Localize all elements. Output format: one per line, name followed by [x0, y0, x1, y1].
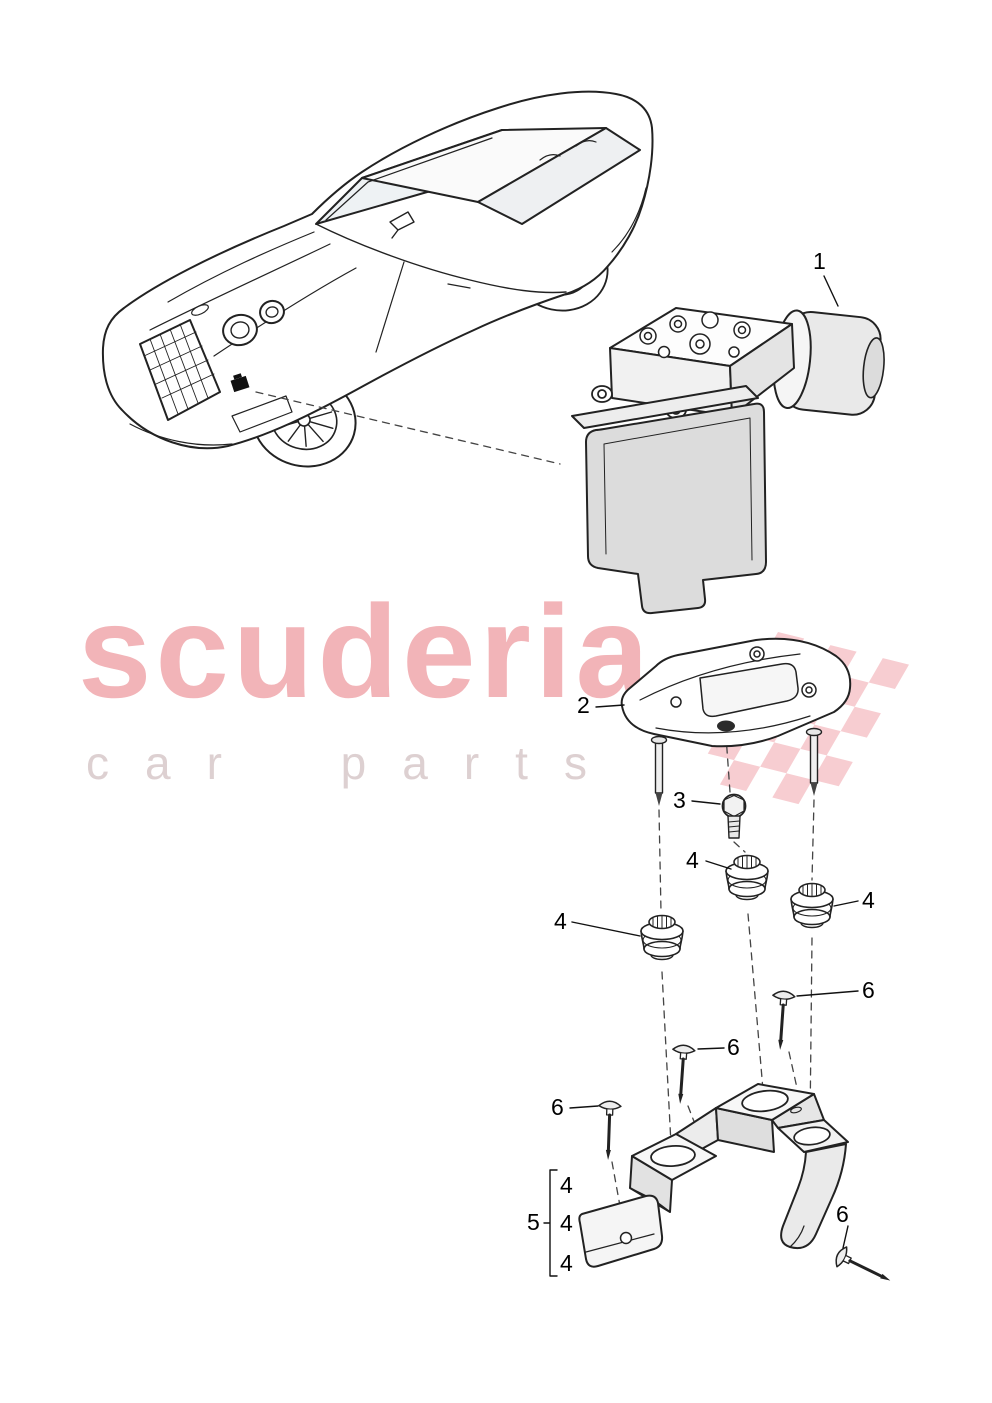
foot-connect-lines: [629, 1187, 671, 1213]
bracket-fold-lines: [639, 653, 811, 734]
headlight-outer: [222, 313, 258, 347]
callout-6-right: 6: [862, 977, 875, 1003]
pin-right: [767, 988, 797, 1053]
bolt-illustration: [721, 793, 747, 839]
bracket-illustration: [620, 637, 852, 806]
headlight-outer-inner-ring: [230, 321, 250, 339]
dashed-reference-lines: [255, 391, 815, 1229]
foot-hole: [619, 1231, 633, 1245]
bracket-stud-right: [805, 727, 823, 796]
callout-3: 3: [673, 787, 686, 813]
rear-window: [477, 127, 641, 225]
callout-6-bottom: 6: [836, 1201, 849, 1227]
callout-5-group-4-top: 4: [560, 1172, 573, 1198]
callout-6-left: 6: [551, 1094, 564, 1120]
car-illustration: [101, 90, 654, 480]
bracket-stud-left: [650, 735, 668, 806]
headlight-inner: [259, 299, 285, 325]
side-mirror: [389, 211, 415, 239]
pin-left: [595, 1099, 623, 1162]
callout-5-group-4-middle: 4: [560, 1210, 573, 1236]
callout-2: 2: [577, 692, 590, 718]
callout-4-center: 4: [686, 847, 699, 873]
callout-6-center: 6: [727, 1034, 740, 1060]
callout-1: 1: [813, 248, 826, 274]
valve-domes: [639, 311, 751, 359]
foot-flange: [578, 1194, 664, 1268]
grille: [139, 319, 221, 421]
control-module-cover-lines: [603, 417, 753, 561]
control-module-front: [585, 402, 767, 615]
bolt-threads: [728, 820, 740, 833]
pad-top-hole: [741, 1089, 789, 1113]
grommet-center: [725, 854, 769, 901]
watermark-subtitle: car parts: [86, 737, 623, 789]
belt-line: [315, 223, 567, 294]
part-locator-plug: [230, 373, 250, 393]
callout-4-left: 4: [554, 908, 567, 934]
front-bumper-lines: [129, 395, 293, 446]
pad-top-slot: [790, 1106, 802, 1114]
abs-pump-motor: [772, 309, 885, 416]
pin-center: [667, 1042, 697, 1107]
headlight-inner-ring: [265, 306, 279, 318]
tail-line: [539, 140, 647, 253]
leader-lines: [543, 275, 859, 1277]
hood-badge: [191, 304, 209, 316]
hood-crease-lines: [149, 231, 357, 357]
door-cut-line: [375, 261, 471, 353]
windshield-frame-line: [325, 137, 493, 221]
right-leg-curl: [789, 1225, 805, 1248]
bracket-center-pad: [699, 662, 799, 718]
abs-unit-illustration: [571, 307, 885, 615]
callout-5-group-4-bottom: 4: [560, 1250, 573, 1276]
pin-bottom: [831, 1243, 897, 1292]
grille-mesh: [143, 323, 215, 415]
callout-5: 5: [527, 1209, 540, 1235]
mounting-bracket-illustration: [578, 1083, 849, 1268]
control-module-top: [571, 385, 759, 429]
grommet-left: [640, 914, 684, 961]
bracket-bosses: [670, 646, 817, 708]
pad-left-hole: [650, 1145, 696, 1167]
group-5-brace: [543, 1169, 558, 1277]
watermark-title: scuderia: [78, 578, 653, 725]
callout-4-right: 4: [862, 887, 875, 913]
right-leg: [780, 1143, 847, 1250]
bracket-hole: [717, 720, 735, 732]
grommet-right: [790, 882, 834, 929]
foot-bend-line: [585, 1233, 655, 1253]
pad-right-hole: [793, 1126, 831, 1146]
